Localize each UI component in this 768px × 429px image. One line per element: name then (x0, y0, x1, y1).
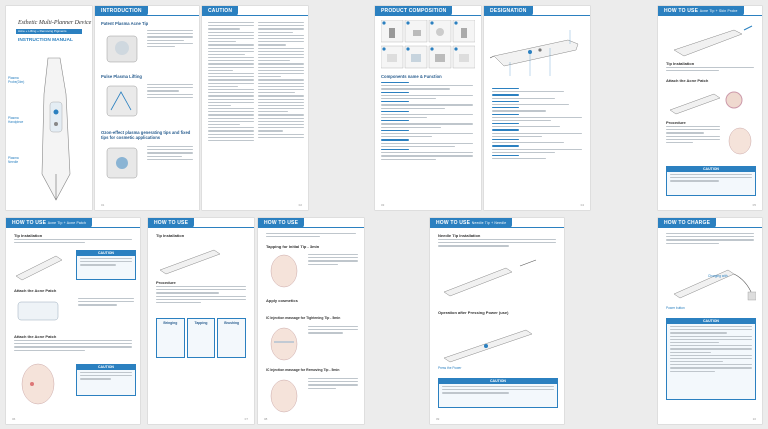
intro-section-3: Ozon-effect plasma generating tips and f… (101, 130, 191, 140)
step-ic-removing: IC Injection massage for Removing Tip - … (266, 368, 340, 372)
ozone-tip-illustration (106, 147, 138, 179)
step-operation: Operation after Pressing Power (use) (438, 310, 509, 315)
howto-lift-page: HOW TO USE Tip Installation Procedure Br… (148, 218, 254, 424)
howto-lift-steps-page: HOW TO USE Tapping for Initial Tip - 3mi… (258, 218, 364, 424)
page-number: 02 (298, 203, 302, 207)
howto-charge-page: HOW TO CHARGE Charging with Power button… (658, 218, 762, 424)
caution-box: CAUTION (666, 166, 756, 196)
power-button-label: Power button (666, 306, 685, 310)
charging-figure (673, 269, 756, 301)
intro-section-1: Patent Plasma Acne Tip (101, 21, 149, 26)
page-number: 08 (264, 417, 268, 421)
intro-section-2: Pulse Plasma Lifting (101, 74, 142, 79)
introduction-page: INTRODUCTION Patent Plasma Acne Tip Puls… (95, 6, 199, 210)
face-illustration (728, 127, 752, 155)
acne-tip-illustration (106, 35, 138, 63)
step-procedure: Procedure (666, 120, 686, 125)
cover-title: Esthetic Multi-Planner Device (18, 20, 92, 26)
step-attach-acne-patch: Attach the Acne Patch (14, 334, 57, 339)
label-bringing: Bringing (163, 321, 178, 325)
howto-needle-header: HOW TO USE Needle Tip + Needle (430, 218, 513, 228)
pulse-lifting-illustration (106, 85, 138, 117)
caution-box: CAUTION (438, 378, 558, 408)
caution-box: CAUTION (666, 318, 756, 400)
page-number: 01 (101, 203, 105, 207)
press-power-label: Press the Power (438, 366, 462, 370)
cover-page: Esthetic Multi-Planner Device Acne + Lif… (6, 6, 92, 210)
page-number: 09 (436, 417, 440, 421)
step-attach-patch: Attach the Acne Patch (666, 78, 709, 83)
patch-illustration (669, 91, 743, 115)
acne-tip-install-figure (15, 255, 63, 281)
cover-label-probe: Plasma Probe(Dim) (8, 76, 25, 85)
operation-figure (443, 329, 533, 363)
acne-face-figure (21, 363, 55, 405)
designation-page: DESIGNATION 04 (484, 6, 590, 210)
tip-install-illustration (673, 25, 753, 57)
howto-header: HOW TO USE Acne Tip + Skin Probe (658, 6, 744, 16)
charge-label: Charging with (708, 274, 728, 278)
howto-lift-steps-header: HOW TO USE (258, 218, 305, 228)
caution-header: CAUTION (202, 6, 239, 16)
step-apply-cosmetics: Apply cosmetics (266, 298, 298, 303)
caution-box: CAUTION (76, 250, 136, 280)
howto-charge-header: HOW TO CHARGE (658, 218, 717, 228)
cover-label-handpiece: Plasma Handpiece (8, 116, 24, 125)
components-grid (381, 20, 475, 69)
page-number: 10 (752, 417, 756, 421)
step-tapping: Tapping for Initial Tip - 3min (266, 244, 320, 249)
device-designation-diagram (490, 30, 579, 76)
cover-subtitle: Acne + Lifting + Removing Pigments (18, 29, 67, 33)
howto-acne-page: HOW TO USE Acne Tip + Acne Patch Tip Ins… (6, 218, 140, 424)
composition-header: PRODUCT COMPOSITION (375, 6, 453, 16)
needle-install-figure (443, 259, 537, 297)
step-ic-lift: IC Injection massage for Tightening Tip … (266, 316, 341, 320)
tapping-face-figure (270, 254, 298, 288)
step-tip-installation: Tip Installation (666, 61, 695, 66)
procedure-table: Bringing Tapping Brushing (156, 318, 247, 358)
step-procedure: Procedure (156, 280, 176, 285)
label-brushing: Brushing (224, 321, 240, 325)
page-number: 04 (580, 203, 584, 207)
page-number: 05 (752, 203, 756, 207)
ic-lift-face-figure (270, 327, 298, 361)
composition-page: PRODUCT COMPOSITION Components name & Fu… (375, 6, 481, 210)
howto-skin-probe-page: HOW TO USE Acne Tip + Skin Probe Tip Ins… (658, 6, 762, 210)
page-number: 06 (12, 417, 16, 421)
caution-page: CAUTION 02 (202, 6, 308, 210)
label-tapping: Tapping (194, 321, 208, 325)
ic-removing-face-figure (270, 379, 298, 413)
manual-title: INSTRUCTION MANUAL (18, 38, 73, 43)
page-number: 07 (244, 417, 248, 421)
step-attach-patch: Attach the Acne Patch (14, 288, 57, 293)
components-subtitle: Components name & Function (381, 74, 442, 79)
introduction-header: INTRODUCTION (95, 6, 148, 16)
lift-tip-figure (159, 249, 221, 275)
howto-needle-page: HOW TO USE Needle Tip + Needle Needle Ti… (430, 218, 564, 424)
step-tip-installation: Tip Installation (14, 233, 43, 238)
patch-figure (17, 301, 59, 321)
cover-subtitle-bar (16, 29, 82, 34)
step-tip-installation: Tip Installation (156, 233, 185, 238)
plasma-pen-illustration (41, 57, 71, 201)
howto-lift-header: HOW TO USE (148, 218, 195, 228)
howto-acne-header: HOW TO USE Acne Tip + Acne Patch (6, 218, 93, 228)
cover-label-needle: Plasma Needle (8, 156, 19, 165)
step-needle-install: Needle Tip Installation (438, 233, 481, 238)
caution-box: CAUTION (76, 364, 136, 396)
page-number: 03 (381, 203, 385, 207)
designation-header: DESIGNATION (484, 6, 533, 16)
